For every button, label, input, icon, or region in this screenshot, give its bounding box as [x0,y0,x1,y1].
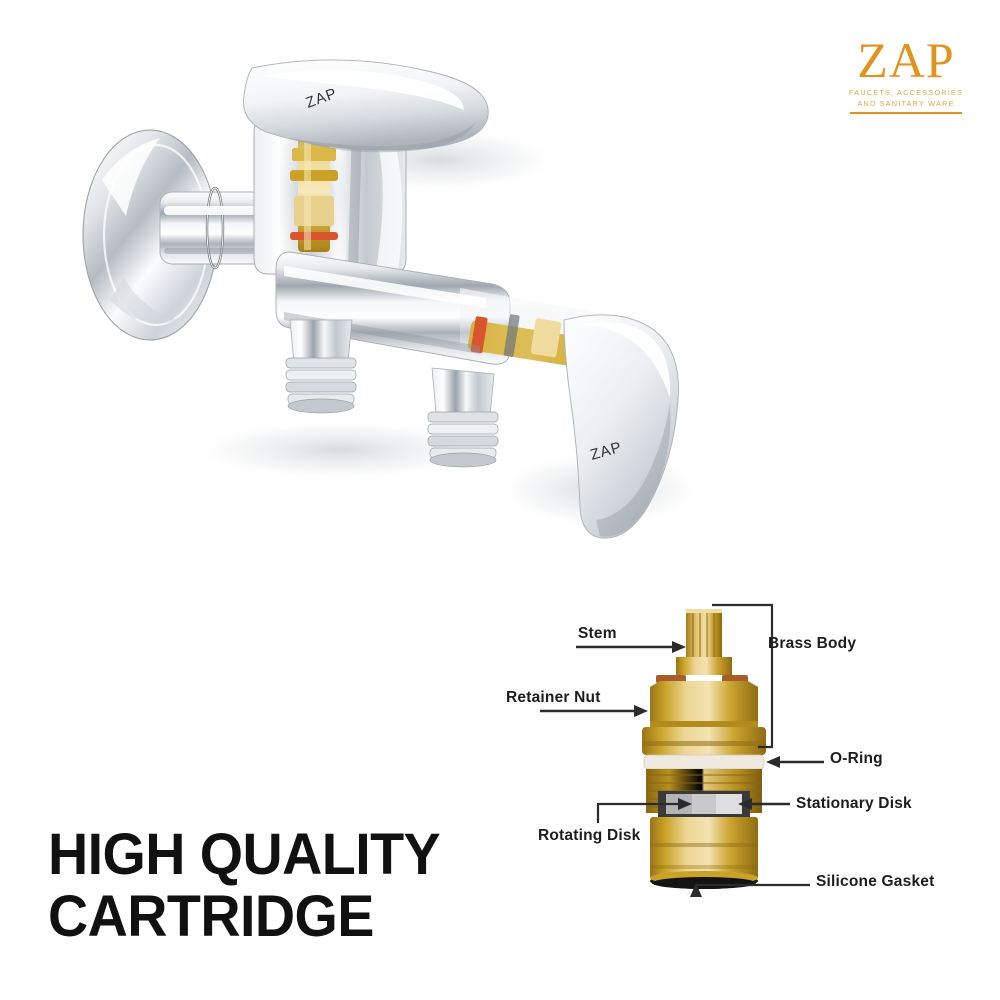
brand-underline-rule [850,112,962,114]
outlet-spout-2 [427,367,499,468]
brand-wordmark: ZAP [857,32,955,88]
upper-oring [290,232,338,240]
diagram-label-silicone-gasket: Silicone Gasket [816,873,935,890]
diagram-label-stationary-disk: Stationary Disk [796,795,912,812]
cartridge-oring [643,754,765,770]
faucet-shadow-body [190,420,490,480]
cartridge-stem [686,609,722,657]
diagram-label-retainer-nut: Retainer Nut [506,689,601,706]
lower-lever-handle[interactable]: ZAP [563,314,679,539]
lower-oring [470,316,488,354]
outlet-spout-1 [285,319,357,414]
diagram-label-brass-body: Brass Body [768,635,857,652]
faucet-product-illustration: ZAP [40,20,720,580]
diagram-label-o-ring: O-Ring [830,750,883,767]
brand-logo: ZAP FAUCETS, ACCESSORIES AND SANITARY WA… [836,32,976,114]
cartridge-barrel [650,817,758,879]
cartridge-retainer-nut [650,681,758,723]
upper-brass-cartridge [290,132,338,252]
brand-tagline: FAUCETS, ACCESSORIES AND SANITARY WARE [848,88,964,108]
headline-text: HIGH QUALITY CARTRIDGE [48,822,441,950]
cartridge-illustration [642,609,766,889]
cartridge-diagram: Stem Brass Body Retainer Nut O-Ring Stat… [500,595,970,925]
wall-flange [82,129,218,341]
diagram-leader-lines [540,603,824,897]
upper-valve-housing [253,115,407,275]
cartridge-stem-shoulder [676,657,732,675]
diagram-label-rotating-disk: Rotating Disk [538,827,641,844]
outlet-1-threads [285,357,357,405]
upper-lever-handle[interactable]: ZAP [243,59,489,153]
diagram-label-stem: Stem [578,625,617,642]
